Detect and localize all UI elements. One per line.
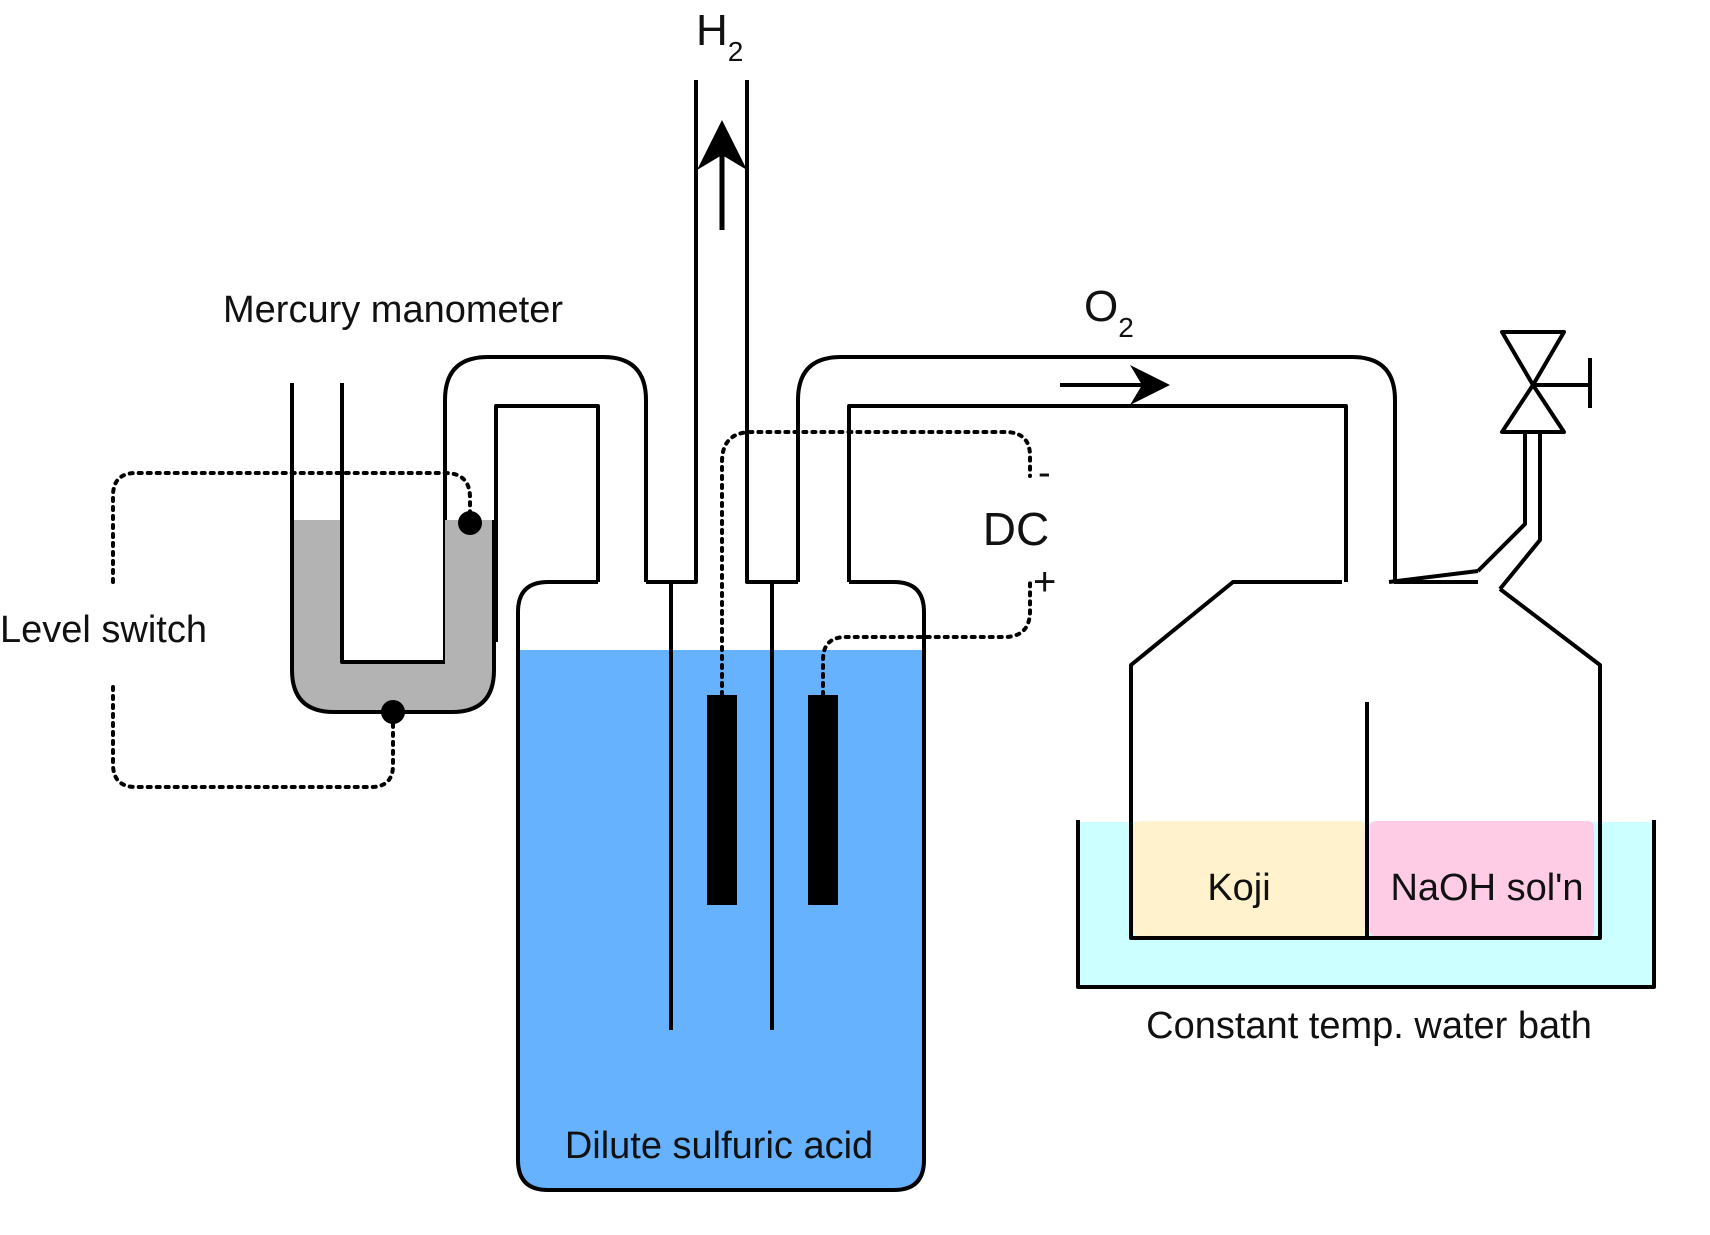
mercury-fill — [292, 520, 494, 712]
level-switch-label: Level switch — [0, 609, 207, 651]
koji-fill — [1134, 821, 1366, 937]
manometer-tube — [443, 355, 648, 662]
o2-subscript: 2 — [1118, 312, 1134, 343]
water-bath-label: Constant temp. water bath — [1146, 1005, 1592, 1047]
dc-plus-label: + — [1033, 560, 1056, 604]
level-switch-contact-bottom — [381, 700, 405, 724]
dc-wire-negative — [720, 430, 1032, 697]
svg-text:O2: O2 — [1084, 282, 1134, 343]
mercury-manometer-label: Mercury manometer — [223, 289, 563, 331]
dc-wire-positive — [821, 578, 1032, 697]
dc-minus-label: - — [1038, 452, 1051, 494]
svg-text:H2: H2 — [696, 6, 743, 67]
reaction-vessel — [1129, 569, 1602, 940]
naoh-label: NaOH sol'n — [1390, 867, 1583, 909]
negative-electrode — [707, 695, 737, 905]
naoh-fill — [1370, 821, 1594, 937]
koji-label: Koji — [1207, 867, 1270, 909]
level-switch-wire-top — [111, 471, 472, 584]
valve-icon — [1476, 330, 1592, 591]
acid-label: Dilute sulfuric acid — [565, 1125, 873, 1167]
o2-label: O — [1084, 282, 1118, 331]
h2-subscript: 2 — [728, 36, 744, 67]
h2-label: H — [696, 6, 728, 55]
positive-electrode — [808, 695, 838, 905]
mercury-manometer — [290, 383, 496, 724]
oxygen-tube — [796, 355, 1478, 584]
dc-label: DC — [983, 503, 1049, 555]
